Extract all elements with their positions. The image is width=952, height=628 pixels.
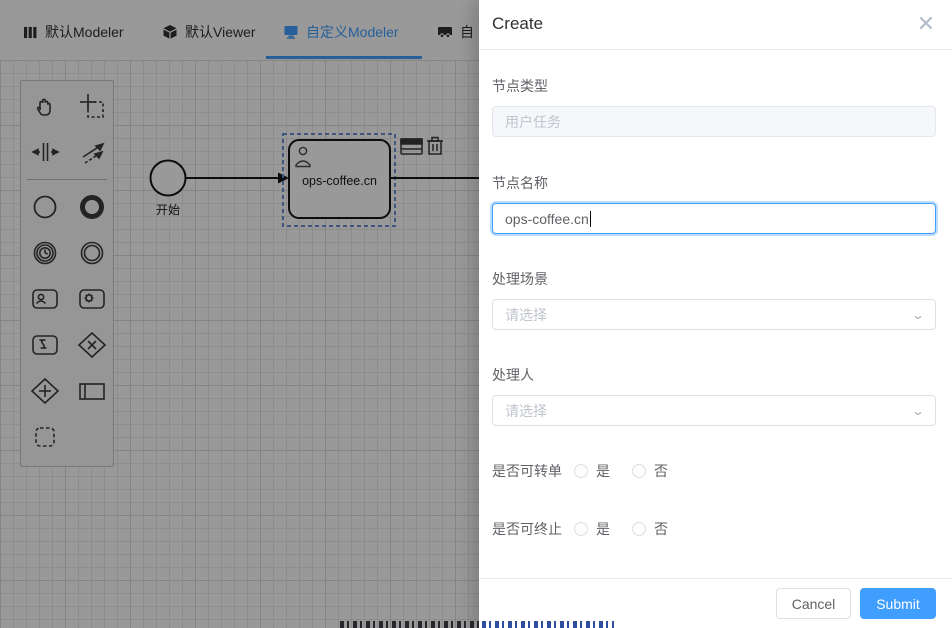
trash-icon[interactable]: [427, 136, 443, 155]
radio-option-label: 是: [596, 463, 610, 479]
create-timer-intermediate-event[interactable]: [21, 230, 68, 276]
create-parallel-gateway[interactable]: [21, 368, 68, 414]
start-event-label: 开始: [156, 203, 180, 217]
node-type-label: 节点类型: [492, 78, 548, 94]
create-exclusive-gateway[interactable]: [68, 322, 115, 368]
lasso-icon: [79, 94, 104, 118]
node-name-label: 节点名称: [492, 175, 548, 191]
screen-icon[interactable]: [400, 138, 423, 155]
hand-icon: [36, 98, 51, 116]
radio-icon[interactable]: [574, 522, 588, 536]
create-service-task[interactable]: [68, 276, 115, 322]
selection-outline: [282, 133, 396, 227]
timer-event-icon: [33, 241, 56, 265]
handler-select[interactable]: 请选择 ⌄: [492, 395, 936, 426]
submit-button[interactable]: Submit: [860, 588, 936, 619]
bus-icon: [438, 27, 452, 38]
script-task-icon: [31, 335, 58, 355]
terminable-radio-group: 是否可终止 是 否: [492, 520, 936, 538]
create-intermediate-event[interactable]: [68, 230, 115, 276]
drawer-body: 节点类型 用户任务 节点名称 ops-coffee.cn 处理场景 请选择 ⌄ …: [479, 76, 952, 538]
tool-palette: [20, 80, 114, 467]
radio-option-label: 否: [654, 463, 668, 479]
tab-label: 自定义Modeler: [306, 24, 399, 40]
group-icon: [34, 427, 55, 447]
scene-label: 处理场景: [492, 271, 548, 287]
display-icon: [284, 26, 298, 39]
user-task-type-icon: [295, 146, 311, 168]
transferable-radio-group: 是否可转单 是 否: [492, 462, 936, 480]
context-pad: [400, 136, 443, 155]
create-start-event[interactable]: [21, 184, 68, 230]
service-task-icon: [78, 289, 105, 309]
radio-icon[interactable]: [574, 464, 588, 478]
node-name-input[interactable]: ops-coffee.cn: [492, 203, 936, 234]
cube-icon: [163, 25, 177, 39]
scene-placeholder: 请选择: [505, 306, 547, 323]
clipped-caption-strip: [482, 621, 614, 628]
drawer-header: Create ✕: [479, 0, 952, 50]
user-task-icon: [31, 289, 58, 309]
connect-icon: [82, 142, 105, 164]
exclusive-gateway-icon: [77, 331, 106, 359]
create-end-event[interactable]: [68, 184, 115, 230]
handler-placeholder: 请选择: [505, 402, 547, 419]
tab-custom-modeler[interactable]: 自定义Modeler: [284, 22, 399, 42]
terminable-label: 是否可终止: [492, 521, 562, 537]
tab-label: 自: [460, 24, 474, 40]
space-tool-icon: [30, 143, 60, 161]
lasso-tool[interactable]: [68, 83, 115, 129]
tab-default-modeler[interactable]: 默认Modeler: [24, 22, 124, 42]
chevron-down-icon: ⌄: [910, 403, 926, 418]
radio-icon[interactable]: [632, 522, 646, 536]
clipped-caption-strip: [340, 621, 480, 628]
close-icon[interactable]: ✕: [916, 11, 936, 36]
create-script-task[interactable]: [21, 322, 68, 368]
drawer-title: Create: [492, 14, 544, 33]
create-user-task[interactable]: [21, 276, 68, 322]
hand-tool[interactable]: [21, 83, 68, 129]
node-type-placeholder: 用户任务: [505, 113, 561, 130]
columns-icon: [24, 26, 37, 38]
transferable-option-yes[interactable]: 是: [574, 461, 610, 481]
space-tool[interactable]: [21, 129, 68, 175]
create-participant[interactable]: [68, 368, 115, 414]
end-event-icon: [79, 195, 104, 219]
handler-label: 处理人: [492, 367, 534, 383]
create-drawer: Create ✕ 节点类型 用户任务 节点名称 ops-coffee.cn 处理…: [479, 0, 952, 628]
create-group[interactable]: [21, 414, 68, 460]
radio-option-label: 是: [596, 521, 610, 537]
palette-separator: [27, 179, 107, 180]
tab-default-viewer[interactable]: 默认Viewer: [163, 22, 256, 42]
radio-icon[interactable]: [632, 464, 646, 478]
radio-option-label: 否: [654, 521, 668, 537]
terminable-option-no[interactable]: 否: [632, 519, 668, 539]
start-event-shape[interactable]: [149, 159, 187, 197]
drawer-footer: Cancel Submit: [479, 578, 952, 628]
tab-custom-viewer[interactable]: 自: [438, 22, 474, 42]
start-event-icon: [33, 195, 56, 219]
cancel-button[interactable]: Cancel: [776, 588, 851, 619]
active-tab-indicator: [266, 56, 422, 59]
parallel-gateway-icon: [30, 377, 59, 405]
node-type-input: 用户任务: [492, 106, 936, 137]
scene-select[interactable]: 请选择 ⌄: [492, 299, 936, 330]
tab-label: 默认Modeler: [45, 24, 124, 40]
terminable-option-yes[interactable]: 是: [574, 519, 610, 539]
participant-icon: [78, 383, 105, 400]
chevron-down-icon: ⌄: [910, 307, 926, 322]
global-connect-tool[interactable]: [68, 129, 115, 175]
user-task-label: ops-coffee.cn: [302, 174, 377, 188]
text-caret: [589, 210, 591, 227]
node-name-value: ops-coffee.cn: [505, 210, 589, 227]
tab-label: 默认Viewer: [185, 24, 256, 40]
transferable-option-no[interactable]: 否: [632, 461, 668, 481]
intermediate-event-icon: [80, 241, 103, 265]
transferable-label: 是否可转单: [492, 463, 562, 479]
